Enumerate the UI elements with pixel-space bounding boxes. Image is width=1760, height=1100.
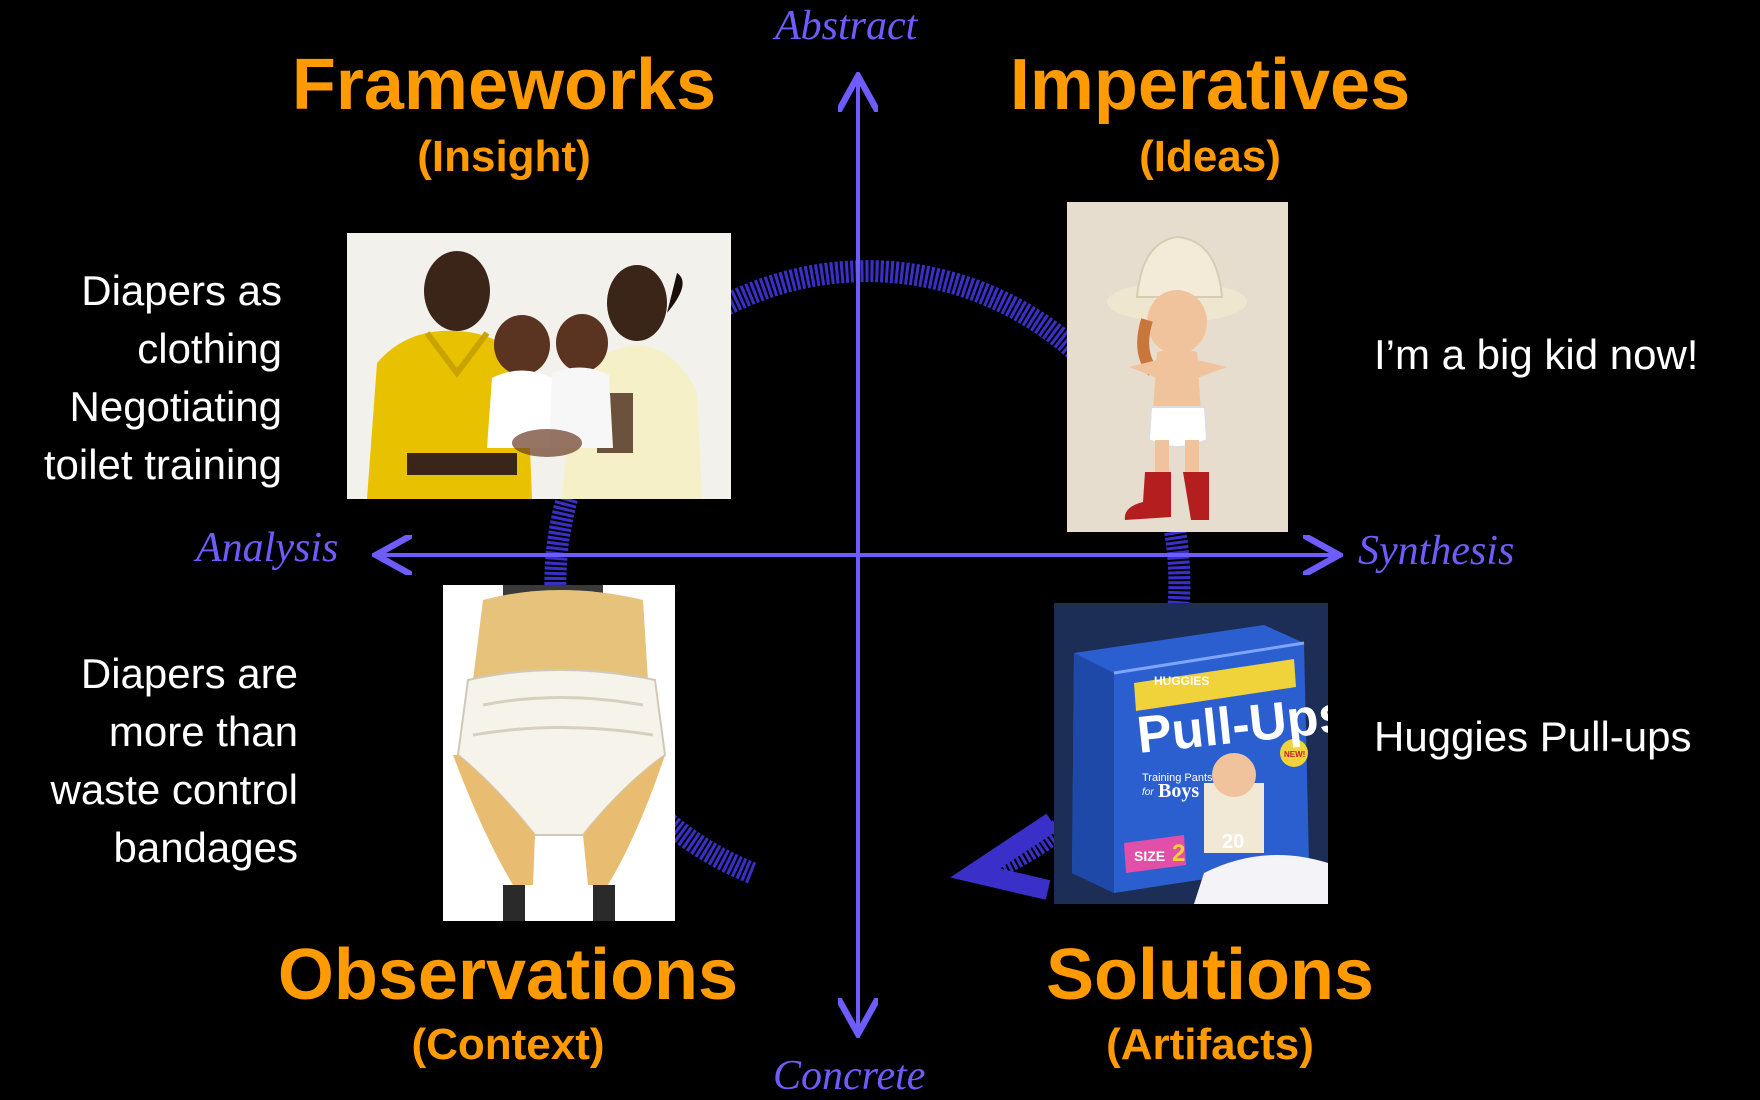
package-brand: HUGGIES bbox=[1154, 674, 1209, 688]
package-badge: NEW! bbox=[1284, 750, 1305, 759]
cowboy-kid-photo bbox=[1067, 202, 1288, 532]
note-imperatives: I’m a big kid now! bbox=[1374, 331, 1699, 378]
note-observations: Diapers are more than waste control band… bbox=[50, 650, 298, 871]
quadrant-subtitle-ideas: (Ideas) bbox=[1139, 132, 1281, 181]
axis-label-concrete: Concrete bbox=[773, 1053, 926, 1099]
package-size-label: SIZE bbox=[1134, 848, 1165, 864]
package-count: 20 bbox=[1222, 831, 1244, 853]
cycle-arrowhead bbox=[950, 813, 1058, 900]
axis-label-abstract: Abstract bbox=[775, 3, 918, 49]
package-for: for bbox=[1142, 787, 1154, 798]
axis-label-synthesis: Synthesis bbox=[1358, 528, 1515, 574]
package-gender: Boys bbox=[1158, 780, 1199, 802]
quadrant-title-frameworks: Frameworks bbox=[291, 45, 717, 125]
axis-label-analysis: Analysis bbox=[196, 525, 339, 571]
quadrant-title-solutions: Solutions bbox=[1046, 935, 1374, 1015]
family-photo bbox=[347, 233, 731, 499]
pull-ups-package-photo: HUGGIES Pull-Ups Training Pants for Boys… bbox=[1054, 603, 1328, 904]
note-frameworks: Diapers as clothing Negotiating toilet t… bbox=[43, 267, 282, 488]
quadrant-title-observations: Observations bbox=[277, 935, 739, 1015]
note-solutions: Huggies Pull-ups bbox=[1374, 713, 1692, 760]
package-size-number: 2 bbox=[1172, 840, 1185, 867]
package-tagline: Training Pants bbox=[1142, 772, 1213, 784]
quadrant-subtitle-context: (Context) bbox=[411, 1020, 605, 1069]
quadrant-subtitle-insight: (Insight) bbox=[417, 132, 591, 181]
quadrant-subtitle-artifacts: (Artifacts) bbox=[1106, 1020, 1314, 1069]
diaper-mannequin-photo bbox=[443, 585, 675, 921]
quadrant-title-imperatives: Imperatives bbox=[1009, 45, 1411, 125]
